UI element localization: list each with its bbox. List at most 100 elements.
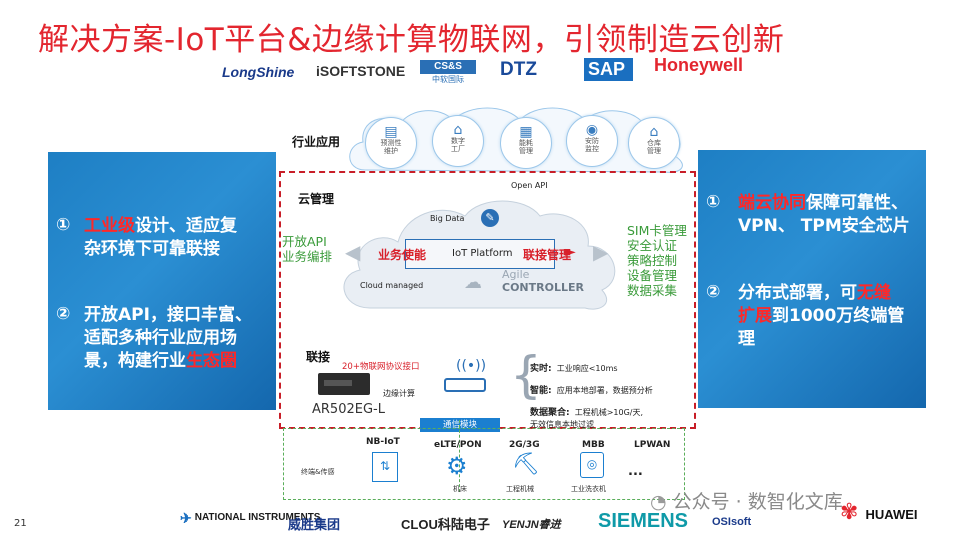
camera-icon: ◉	[585, 122, 599, 138]
smart-value: 应用本地部署，数据预分析	[556, 386, 653, 395]
point-text: 理	[738, 329, 755, 349]
app-energy-management: ▦ 能耗 管理	[500, 117, 552, 169]
big-data-label: Big Data	[430, 214, 465, 223]
gateway-device	[318, 373, 370, 395]
css-logo-text: CS&S	[420, 60, 476, 74]
point-text: 开放API，接口丰富、	[84, 305, 252, 325]
app-label: 预测性 维护	[380, 139, 402, 155]
dtz-logo: DTZ	[500, 59, 537, 80]
aggregation-key: 数据聚合:	[530, 408, 570, 418]
business-enable-label: 业务使能	[378, 248, 427, 262]
point-1-number: ①	[56, 215, 71, 235]
wechat-icon: ◔	[650, 491, 667, 513]
router-brace: {	[510, 346, 542, 404]
app-security-monitoring: ◉ 安防 监控	[566, 115, 618, 167]
agile-controller-logo: Agile CONTROLLER	[462, 268, 584, 294]
sap-logo: SAP	[584, 58, 634, 81]
edge-computing-label: 边缘计算	[383, 389, 415, 398]
realtime-key: 实时:	[530, 364, 552, 374]
connection-label: 联接	[306, 350, 331, 364]
app-warehouse-management: ⌂ 仓库 管理	[628, 117, 680, 169]
point-text: 设计、适应复	[135, 216, 237, 236]
protocol-label: 20+物联网协议接口	[342, 362, 420, 372]
nbiot-label: NB-IoT	[366, 437, 400, 447]
washer-icon: ◎	[580, 452, 604, 478]
right-feature-panel	[698, 150, 926, 408]
huawei-logo: ✾ HUAWEI	[840, 500, 918, 525]
ni-logo-text: NATIONAL INSTRUMENTS	[194, 512, 321, 523]
ellipsis-label: ...	[628, 464, 643, 479]
lpwan-label: LPWAN	[634, 440, 671, 450]
iot-platform-label: IoT Platform	[452, 248, 513, 259]
router-icon: ((•))	[440, 358, 490, 398]
connection-management-label: 联接管理	[523, 248, 572, 262]
point-text: 景，构建行业	[84, 351, 186, 371]
cloud-managed-label: Cloud managed	[360, 281, 424, 290]
osisoft-logo: OSIsoft	[712, 516, 752, 528]
realtime-value: 工业响应<10ms	[556, 364, 618, 373]
wasion-logo: 威胜集团	[288, 517, 341, 532]
watermark-text: 公众号 · 数智化文库	[672, 491, 843, 513]
cloud-management-label: 云管理	[298, 192, 335, 206]
page-title: 解决方案-IoT平台&边缘计算物联网，引领制造云创新	[38, 22, 785, 58]
open-api-label: Open API	[511, 181, 548, 190]
highlight-text: 生态圈	[186, 351, 237, 371]
point-text: VPN、 TPM安全芯片	[738, 216, 910, 236]
isoftstone-logo: iSOFTSTONE	[316, 63, 406, 79]
point-text: 到1000万终端管	[772, 306, 905, 326]
point-2-number: ②	[706, 282, 721, 302]
realtime-row: 实时: 工业响应<10ms	[530, 356, 618, 375]
engineering-machinery-label: 工程机械	[506, 485, 534, 493]
meter-icon: ▦	[519, 124, 533, 140]
point-text: 杂环境下可靠联接	[84, 239, 220, 259]
controller-text: CONTROLLER	[502, 281, 584, 294]
washer-label: 工业洗衣机	[571, 485, 606, 493]
right-chevron-icon: ▶	[593, 240, 609, 264]
css-logo-sub: 中软国际	[432, 75, 464, 84]
green-label: 开放API	[282, 234, 327, 249]
machine-tool-label: 机床	[453, 485, 467, 493]
point-text: 分布式部署，可	[738, 283, 857, 303]
excavator-icon: ⛏	[512, 452, 540, 477]
sim-management-list: SIM卡管理 安全认证 策略控制 设备管理 数据采集	[627, 223, 687, 298]
iot-platform-box	[405, 239, 555, 269]
point-2-number: ②	[56, 304, 71, 324]
open-api-cn-list: 开放API 业务编排	[282, 234, 332, 264]
highlight-text: 工业级	[84, 216, 135, 236]
smart-row: 智能: 应用本地部署，数据预分析	[530, 378, 653, 397]
left-feature-panel	[48, 152, 276, 410]
factory-icon: ⌂	[453, 122, 463, 138]
elevator-icon: ⇅	[372, 452, 398, 482]
warehouse-icon: ⌂	[649, 124, 659, 140]
aggregation-value: 工程机械>10G/天,	[574, 408, 644, 417]
access-network-frame	[283, 428, 685, 500]
yenjn-logo: YENJN睿进	[502, 519, 561, 531]
green-label: 安全认证	[627, 238, 678, 253]
app-label: 安防 监控	[585, 137, 599, 153]
green-label: 业务编排	[282, 249, 333, 264]
app-digital-factory: ⌂ 数字 工厂	[432, 115, 484, 167]
honeywell-logo: Honeywell	[654, 55, 744, 75]
app-predictive-maintenance: ▤ 预测性 维护	[365, 117, 417, 169]
2g3g-label: 2G/3G	[509, 440, 540, 450]
point-1-number: ①	[706, 192, 721, 212]
green-label: 数据采集	[627, 283, 678, 298]
left-chevron-icon: ◀	[345, 240, 361, 264]
point-text: 适配多种行业应用场	[84, 328, 237, 348]
app-label: 仓库 管理	[647, 139, 661, 155]
access-vertical-line	[459, 420, 460, 492]
right-point-1: ① 端云协同保障可靠性、 VPN、 TPM安全芯片	[702, 192, 924, 238]
aggregation-row: 数据聚合: 工程机械>10G/天, 无效信息本地过滤	[530, 400, 643, 430]
siemens-logo: SIEMENS	[598, 510, 689, 532]
highlight-text: 端云协同	[738, 193, 806, 213]
aggregation-value-2: 无效信息本地过滤	[530, 420, 594, 429]
highlight-text: 无缝	[857, 283, 891, 303]
huawei-flower-icon: ✾	[840, 500, 859, 525]
robot-arm-icon: ⚙	[446, 452, 468, 480]
page-number: 21	[14, 518, 27, 529]
left-point-1: ① 工业级设计、适应复 杂环境下可靠联接	[52, 215, 272, 261]
elte-pon-label: eLTE/PON	[434, 440, 482, 450]
smart-key: 智能:	[530, 386, 552, 396]
css-logo: CS&S 中软国际	[420, 60, 476, 90]
huawei-logo-text: HUAWEI	[865, 507, 918, 522]
